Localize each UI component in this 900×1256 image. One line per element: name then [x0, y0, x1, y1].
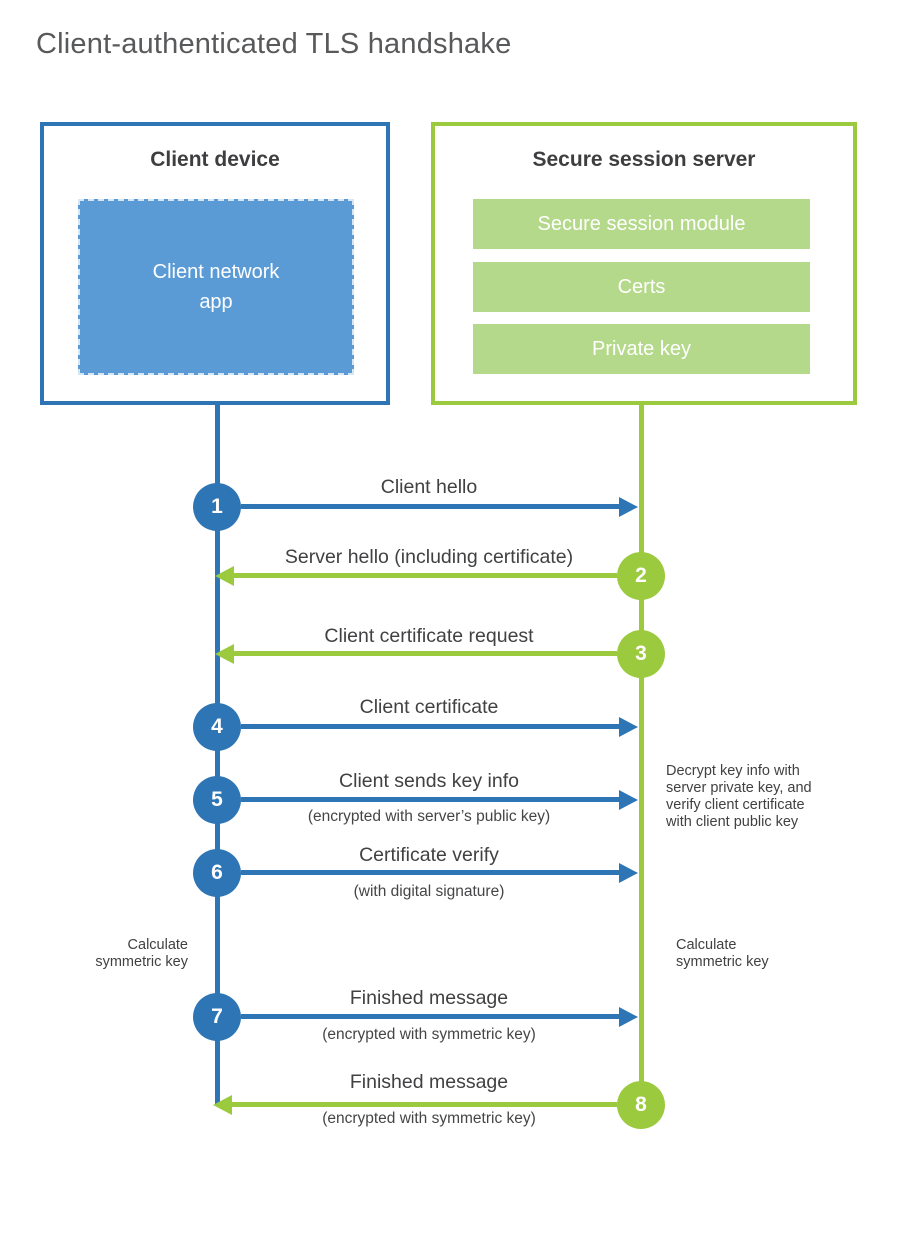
arrowhead-right-icon [619, 497, 638, 517]
step-number: 3 [635, 642, 647, 665]
message-label-2: Server hello (including certificate) [284, 546, 574, 568]
arrowhead-left-icon [215, 644, 234, 664]
step-number: 6 [211, 861, 223, 884]
message-label-1: Client hello [380, 476, 478, 498]
message-sublabel-5: (encrypted with server’s public key) [307, 808, 551, 825]
server-decrypt-note: Decrypt key info with server private key… [666, 763, 812, 830]
client-lifeline [215, 405, 220, 1104]
client-device-title: Client device [150, 148, 280, 171]
message-label-6: Certificate verify [359, 844, 499, 866]
server-module-secure-session: Secure session module [473, 199, 810, 249]
message-arrow-8 [231, 1102, 617, 1107]
step-circle-4: 4 [193, 703, 241, 751]
message-sublabel-8: (encrypted with symmetric key) [322, 1110, 536, 1127]
arrowhead-right-icon [619, 717, 638, 737]
step-circle-6: 6 [193, 849, 241, 897]
arrowhead-left-icon [213, 1095, 232, 1115]
arrowhead-right-icon [619, 863, 638, 883]
step-number: 1 [211, 495, 223, 518]
step-number: 8 [635, 1093, 647, 1116]
step-number: 5 [211, 788, 223, 811]
message-arrow-1 [241, 504, 620, 509]
message-arrow-7 [241, 1014, 620, 1019]
client-calculate-note: Calculate symmetric key [95, 937, 188, 970]
message-label-5: Client sends key info [339, 770, 519, 792]
message-arrow-4 [241, 724, 620, 729]
step-number: 2 [635, 564, 647, 587]
message-arrow-2 [233, 573, 617, 578]
arrowhead-right-icon [619, 790, 638, 810]
server-module-certs: Certs [473, 262, 810, 312]
step-circle-2: 2 [617, 552, 665, 600]
step-circle-1: 1 [193, 483, 241, 531]
step-number: 7 [211, 1005, 223, 1028]
step-circle-5: 5 [193, 776, 241, 824]
step-circle-3: 3 [617, 630, 665, 678]
message-sublabel-6: (with digital signature) [353, 883, 505, 900]
step-circle-7: 7 [193, 993, 241, 1041]
message-arrow-6 [241, 870, 620, 875]
server-module-private-key: Private key [473, 324, 810, 374]
arrowhead-right-icon [619, 1007, 638, 1027]
message-label-4: Client certificate [359, 696, 499, 718]
message-label-7: Finished message [349, 987, 509, 1009]
step-number: 4 [211, 715, 223, 738]
message-arrow-5 [241, 797, 620, 802]
message-sublabel-7: (encrypted with symmetric key) [322, 1026, 536, 1043]
message-label-3: Client certificate request [324, 625, 534, 647]
page-title: Client-authenticated TLS handshake [36, 28, 512, 60]
client-network-app-box: Client network app [78, 199, 354, 375]
message-arrow-3 [233, 651, 617, 656]
arrowhead-left-icon [215, 566, 234, 586]
step-circle-8: 8 [617, 1081, 665, 1129]
secure-session-server-title: Secure session server [532, 148, 756, 171]
message-label-8: Finished message [349, 1071, 509, 1093]
server-calculate-note: Calculate symmetric key [676, 937, 769, 970]
server-lifeline [639, 405, 644, 1105]
